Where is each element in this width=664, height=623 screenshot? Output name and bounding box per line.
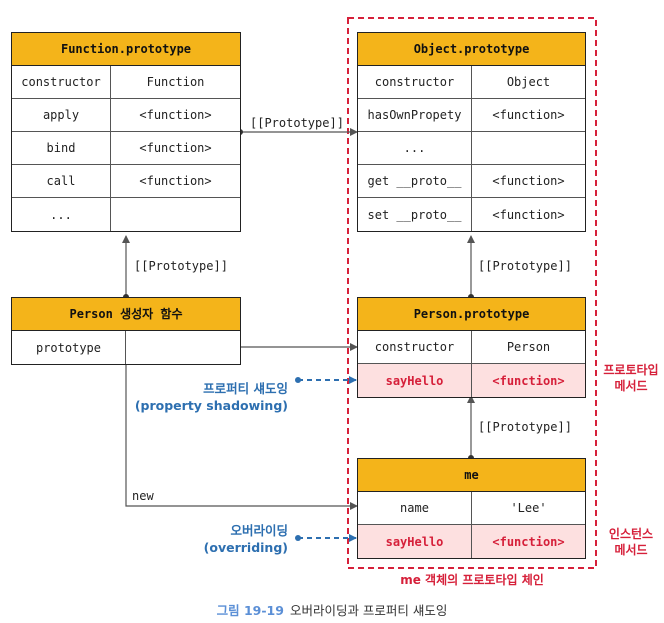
property-key: call: [12, 165, 111, 197]
property-key: constructor: [12, 66, 111, 98]
property-value: 'Lee': [510, 501, 547, 515]
table-row: constructor Person: [358, 331, 585, 364]
table-row: apply <function>: [12, 99, 240, 132]
property-key: set __proto__: [358, 198, 472, 231]
property-key: constructor: [358, 331, 472, 363]
property-value: [472, 132, 585, 164]
prototype-chain-title: me 객체의 프로토타입 체인: [400, 573, 544, 587]
property-key: ...: [358, 132, 472, 164]
table-row: ...: [358, 132, 585, 165]
property-value: [126, 331, 240, 364]
new-label: new: [132, 489, 154, 503]
property-value: <function>: [492, 373, 565, 388]
table-row: ...: [12, 198, 240, 231]
property-key: bind: [12, 132, 111, 164]
overriding-label: 오버라이딩: [230, 523, 288, 538]
property-key: sayHello: [358, 364, 472, 397]
proto-link-label: [[Prototype]]: [134, 259, 228, 273]
property-value: <function>: [139, 141, 212, 155]
property-value: <function>: [492, 207, 565, 222]
property-key: constructor: [358, 66, 472, 98]
property-value: <function>: [492, 108, 565, 122]
overriding-annotation: 오버라이딩 (overriding): [204, 522, 288, 556]
overriding-sublabel: (overriding): [203, 540, 288, 555]
table-row-highlighted: sayHello <function>: [358, 364, 585, 397]
table-row: name 'Lee': [358, 492, 585, 525]
new-arrow: [125, 364, 358, 510]
object-prototype-table: Object.prototype constructor Object hasOw…: [357, 32, 586, 232]
property-value: <function>: [139, 108, 212, 122]
property-key: sayHello: [358, 525, 472, 558]
property-key: name: [358, 492, 472, 524]
prototype-method-note: 프로토타입 메서드: [598, 362, 664, 394]
proto-link-label: [[Prototype]]: [250, 116, 344, 130]
prototype-chain-border: [347, 17, 597, 569]
property-value: <function>: [492, 174, 565, 188]
table-row: bind <function>: [12, 132, 240, 165]
object-prototype-title: Object.prototype: [358, 33, 585, 66]
table-row: set __proto__ <function>: [358, 198, 585, 231]
instance-method-label: 인스턴스: [608, 527, 654, 541]
table-row: constructor Function: [12, 66, 240, 99]
person-prototype-title: Person.prototype: [358, 298, 585, 331]
table-row: hasOwnPropety <function>: [358, 99, 585, 132]
me-object-title: me: [358, 459, 585, 492]
figure-caption: 그림 19-19 오버라이딩과 프로퍼티 섀도잉: [0, 600, 664, 619]
me-object-table: me name 'Lee' sayHello <function>: [357, 458, 586, 559]
table-row: get __proto__ <function>: [358, 165, 585, 198]
property-value: Person: [506, 340, 551, 354]
proto-link-label: [[Prototype]]: [478, 420, 572, 434]
overriding-dot: [295, 535, 301, 541]
prototype-method-sublabel: 메서드: [614, 379, 648, 393]
shadowing-dot: [295, 377, 301, 383]
property-key: ...: [12, 198, 111, 231]
shadowing-label: 프로퍼티 섀도잉: [203, 381, 288, 396]
shadowing-sublabel: (property shadowing): [134, 398, 288, 413]
figure-caption-text: 오버라이딩과 프로퍼티 섀도잉: [289, 603, 448, 618]
table-row: call <function>: [12, 165, 240, 198]
property-shadowing-annotation: 프로퍼티 섀도잉 (property shadowing): [135, 380, 288, 414]
proto-link-label: [[Prototype]]: [478, 259, 572, 273]
property-key: get __proto__: [358, 165, 472, 197]
person-constructor-title: Person 생성자 함수: [12, 298, 240, 331]
table-row: prototype: [12, 331, 240, 364]
property-value: <function>: [139, 174, 212, 188]
table-row: constructor Object: [358, 66, 585, 99]
instance-method-sublabel: 메서드: [614, 543, 648, 557]
instance-method-note: 인스턴스 메서드: [598, 526, 664, 558]
property-value: Function: [146, 75, 205, 89]
person-prototype-table: Person.prototype constructor Person sayHe…: [357, 297, 586, 398]
function-prototype-table: Function.prototype constructor Function a…: [11, 32, 241, 232]
function-prototype-title: Function.prototype: [12, 33, 240, 66]
property-value: [111, 198, 240, 231]
figure-number: 그림 19-19: [216, 603, 284, 618]
table-row-highlighted: sayHello <function>: [358, 525, 585, 558]
property-key: hasOwnPropety: [358, 99, 472, 131]
property-key: apply: [12, 99, 111, 131]
person-constructor-table: Person 생성자 함수 prototype: [11, 297, 241, 365]
property-key: prototype: [12, 331, 126, 364]
property-value: Object: [506, 75, 551, 89]
prototype-method-label: 프로토타입: [603, 363, 659, 377]
property-value: <function>: [492, 534, 565, 549]
